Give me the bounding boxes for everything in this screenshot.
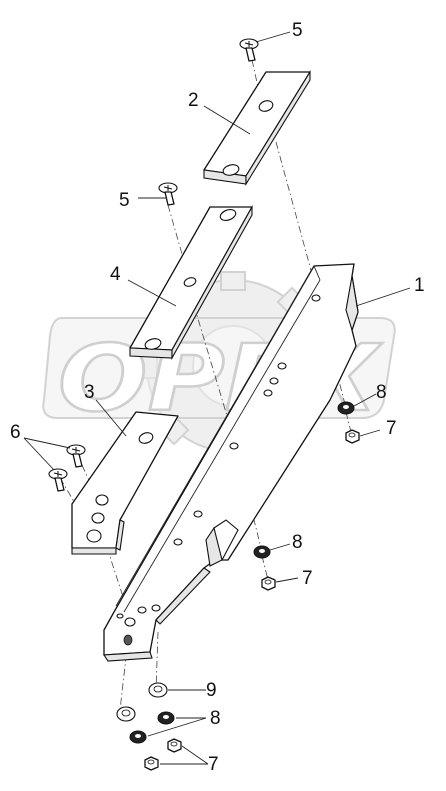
part-1-main-rail <box>103 263 359 662</box>
callout-leaders <box>23 31 411 765</box>
lock-washer-8-center <box>253 545 271 559</box>
flat-washer-9-a <box>148 682 168 698</box>
screw-5-middle <box>158 182 178 206</box>
callout-7-right: 7 <box>386 418 397 439</box>
nut-7-center <box>261 576 276 591</box>
callout-7-center: 7 <box>302 568 313 589</box>
callout-8-center: 8 <box>292 532 303 553</box>
callout-5-top: 5 <box>292 20 303 41</box>
callout-8-right: 8 <box>376 382 387 403</box>
nut-7-b <box>144 756 159 771</box>
lock-washer-8-b <box>129 730 147 744</box>
callout-5-middle: 5 <box>119 190 130 211</box>
callout-7-bottom: 7 <box>208 754 219 775</box>
callout-2: 2 <box>188 90 199 111</box>
screw-6-b <box>48 468 68 492</box>
screw-6-a <box>66 444 86 468</box>
nut-7-right <box>345 429 360 444</box>
lock-washer-8-right <box>337 401 355 415</box>
callout-6: 6 <box>10 422 21 443</box>
callout-9: 9 <box>206 680 217 701</box>
part-4-strip <box>129 204 253 361</box>
nut-7-a <box>167 738 182 753</box>
callout-1: 1 <box>414 275 425 296</box>
callout-3: 3 <box>84 382 95 403</box>
part-2-top-plate <box>203 70 311 186</box>
lock-washer-8-a <box>157 711 175 725</box>
callout-8-bottom: 8 <box>210 708 221 729</box>
callout-4: 4 <box>110 264 121 285</box>
callout-labels: 5 2 5 4 1 3 8 7 6 8 7 9 8 7 <box>10 20 425 775</box>
flat-washer-9-b <box>116 706 136 722</box>
screw-5-top <box>239 38 259 62</box>
part-3-bracket <box>71 411 179 555</box>
